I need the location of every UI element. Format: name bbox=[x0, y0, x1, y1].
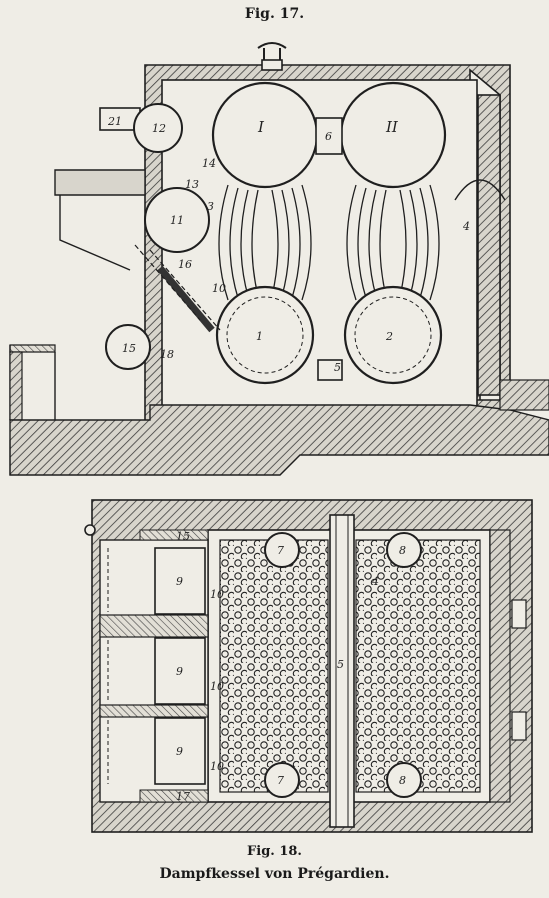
foundation bbox=[9, 404, 549, 476]
steam-dome bbox=[257, 42, 287, 62]
drum-12 bbox=[133, 103, 183, 153]
firebox-chamber-1 bbox=[154, 547, 206, 615]
firebox-chamber-2 bbox=[154, 637, 206, 705]
label-drum-II: II bbox=[385, 118, 399, 136]
drum-7-bottom bbox=[264, 762, 300, 798]
tube-bank-right bbox=[346, 184, 440, 301]
label-14: 14 bbox=[202, 157, 216, 170]
label-17: 17 bbox=[176, 790, 190, 803]
label-1: 1 bbox=[256, 330, 263, 343]
upper-drum-I bbox=[211, 81, 319, 189]
label-10-a: 10 bbox=[210, 588, 224, 601]
fig17-labels: I II 21 12 6 14 13 3 4 11 16 10 1 2 15 1… bbox=[107, 115, 470, 374]
label-9-c: 9 bbox=[176, 745, 183, 758]
label-15: 15 bbox=[122, 342, 136, 355]
center-divider-5 bbox=[329, 514, 355, 828]
tube-plate-left bbox=[219, 539, 329, 793]
grate-16 bbox=[157, 265, 215, 333]
drum-connector-6 bbox=[315, 117, 343, 155]
label-13: 13 bbox=[185, 178, 199, 191]
firebox-chamber-3 bbox=[154, 717, 206, 785]
label-5: 5 bbox=[334, 361, 341, 374]
label-6: 6 bbox=[325, 130, 332, 143]
label-15-fig18: 15 bbox=[176, 530, 190, 543]
label-10-b: 10 bbox=[210, 680, 224, 693]
label-3: 3 bbox=[207, 200, 214, 213]
drum-11 bbox=[144, 187, 210, 253]
label-9-a: 9 bbox=[176, 575, 183, 588]
tube-bank-left bbox=[218, 184, 312, 301]
fig18-labels: 7 8 7 8 15 17 4 5 9 9 9 10 10 10 bbox=[176, 530, 406, 803]
label-18: 18 bbox=[160, 348, 174, 361]
lower-drum-2 bbox=[343, 285, 443, 385]
label-8-bottom: 8 bbox=[399, 774, 406, 787]
drum-8-bottom bbox=[386, 762, 422, 798]
feed-hopper bbox=[54, 169, 146, 196]
fig17-section bbox=[9, 42, 549, 476]
fig18-section bbox=[84, 499, 533, 833]
label-7-bottom: 7 bbox=[277, 774, 284, 787]
label-5-fig18: 5 bbox=[337, 658, 344, 671]
label-4-fig18: 4 bbox=[371, 575, 379, 588]
label-drum-I: I bbox=[257, 118, 265, 136]
label-21: 21 bbox=[107, 115, 122, 128]
figure-18-label: Fig. 18. bbox=[247, 844, 302, 859]
bottom-connector-5 bbox=[317, 359, 343, 381]
label-8-top: 8 bbox=[399, 544, 406, 557]
label-11: 11 bbox=[170, 214, 184, 227]
drum-8-top bbox=[386, 532, 422, 568]
drum-15 bbox=[105, 324, 151, 370]
label-2: 2 bbox=[385, 330, 393, 343]
label-9-b: 9 bbox=[176, 665, 183, 678]
tube-plate-right bbox=[355, 539, 481, 793]
figure-caption: Dampfkessel von Prégardien. bbox=[159, 866, 390, 882]
drum-7-top bbox=[264, 532, 300, 568]
lower-drum-1 bbox=[215, 285, 315, 385]
label-4: 4 bbox=[462, 220, 470, 233]
label-12: 12 bbox=[152, 122, 166, 135]
label-10-c: 10 bbox=[210, 760, 224, 773]
label-16: 16 bbox=[178, 258, 192, 271]
label-7-top: 7 bbox=[277, 544, 284, 557]
figure-17-label: Fig. 17. bbox=[244, 6, 305, 22]
label-10: 10 bbox=[212, 282, 226, 295]
